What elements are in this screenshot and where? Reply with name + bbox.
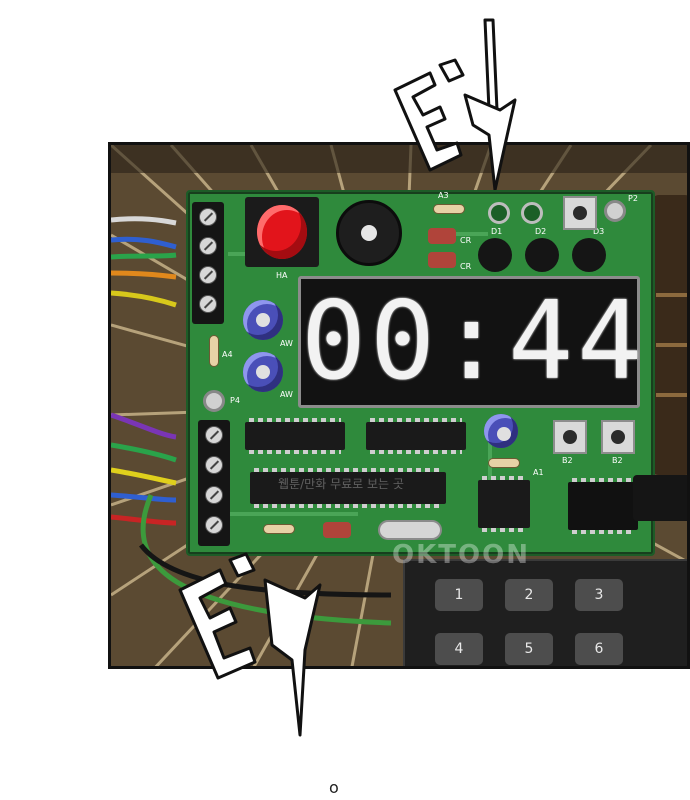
board-trace bbox=[208, 512, 358, 516]
keypad: 1 2 3 4 5 6 bbox=[403, 559, 687, 666]
countdown-display: 00:44 bbox=[298, 276, 647, 408]
screw bbox=[199, 295, 217, 313]
ic-chip-1 bbox=[245, 418, 345, 454]
resistor-bottom bbox=[263, 524, 295, 534]
resistor-a4 bbox=[209, 335, 219, 367]
tactile-switch-b2-left[interactable] bbox=[553, 420, 587, 454]
label-cr-bottom: CR bbox=[460, 262, 472, 271]
label-a3: A3 bbox=[438, 191, 449, 200]
screw bbox=[199, 237, 217, 255]
label-p2: P2 bbox=[628, 194, 638, 203]
footer-mark: o bbox=[329, 778, 339, 797]
screw bbox=[205, 486, 223, 504]
resistor-a3 bbox=[433, 204, 465, 214]
label-d1: D1 bbox=[491, 227, 503, 236]
screw bbox=[205, 456, 223, 474]
keypad-key-4[interactable]: 4 bbox=[435, 633, 483, 665]
label-d2: D2 bbox=[535, 227, 547, 236]
watermark: OKTOON bbox=[392, 540, 530, 570]
board-trace bbox=[428, 232, 488, 236]
indicator-led-3 bbox=[572, 238, 606, 272]
tactile-switch-b2-right[interactable] bbox=[601, 420, 635, 454]
component-red-bottom bbox=[323, 522, 351, 538]
sound-effect-top bbox=[393, 18, 517, 190]
label-cr-top: CR bbox=[460, 236, 472, 245]
label-b2-right: B2 bbox=[612, 456, 623, 465]
buzzer bbox=[336, 200, 402, 266]
led-d1 bbox=[488, 202, 510, 224]
label-aw-top: AW bbox=[280, 339, 293, 348]
keypad-key-1[interactable]: 1 bbox=[435, 579, 483, 611]
label-a4: A4 bbox=[222, 350, 233, 359]
screw bbox=[199, 266, 217, 284]
board-trace bbox=[488, 422, 492, 482]
red-push-button[interactable] bbox=[245, 197, 319, 267]
countdown-digits: 00:44 bbox=[301, 279, 647, 404]
red-button-cap[interactable] bbox=[257, 205, 307, 259]
board-trace bbox=[228, 252, 246, 256]
ic-chip-2 bbox=[366, 418, 466, 454]
circuit-board: HA A3 CR CR D1 D2 D3 P2 00:44 AW AW bbox=[186, 190, 655, 556]
keypad-key-3[interactable]: 3 bbox=[575, 579, 623, 611]
keypad-key-6[interactable]: 6 bbox=[575, 633, 623, 665]
label-b2-left: B2 bbox=[562, 456, 573, 465]
power-jack bbox=[633, 475, 687, 521]
keypad-key-2[interactable]: 2 bbox=[505, 579, 553, 611]
label-d3: D3 bbox=[593, 227, 605, 236]
terminal-block-top bbox=[192, 202, 224, 324]
voltage-regulator bbox=[478, 476, 530, 532]
indicator-led-1 bbox=[478, 238, 512, 272]
screw bbox=[205, 516, 223, 534]
tactile-switch-top[interactable] bbox=[563, 196, 597, 230]
label-a1: A1 bbox=[533, 468, 544, 477]
component-cr-bottom bbox=[428, 252, 456, 268]
indicator-led-2 bbox=[525, 238, 559, 272]
sound-effect-bottom bbox=[178, 552, 322, 737]
label-ha: HA bbox=[276, 271, 288, 280]
capacitor-aw-bottom bbox=[243, 352, 283, 392]
capacitor-aw-top bbox=[243, 300, 283, 340]
terminal-block-bottom bbox=[198, 420, 230, 546]
led-d2 bbox=[521, 202, 543, 224]
pin-p4 bbox=[203, 390, 225, 412]
label-aw-bottom: AW bbox=[280, 390, 293, 399]
watermark-subtext: 웹툰/만화 무료로 보는 곳 bbox=[278, 477, 404, 491]
keypad-key-5[interactable]: 5 bbox=[505, 633, 553, 665]
pin-p2 bbox=[604, 200, 626, 222]
label-p4: P4 bbox=[230, 396, 240, 405]
screw bbox=[205, 426, 223, 444]
capacitor-a1 bbox=[484, 414, 518, 448]
ic-chip-3 bbox=[250, 468, 446, 508]
dc-jack-housing bbox=[568, 478, 638, 534]
component-cr-top bbox=[428, 228, 456, 244]
screw bbox=[199, 208, 217, 226]
resistor-a1 bbox=[488, 458, 520, 468]
crystal-oscillator bbox=[378, 520, 442, 540]
